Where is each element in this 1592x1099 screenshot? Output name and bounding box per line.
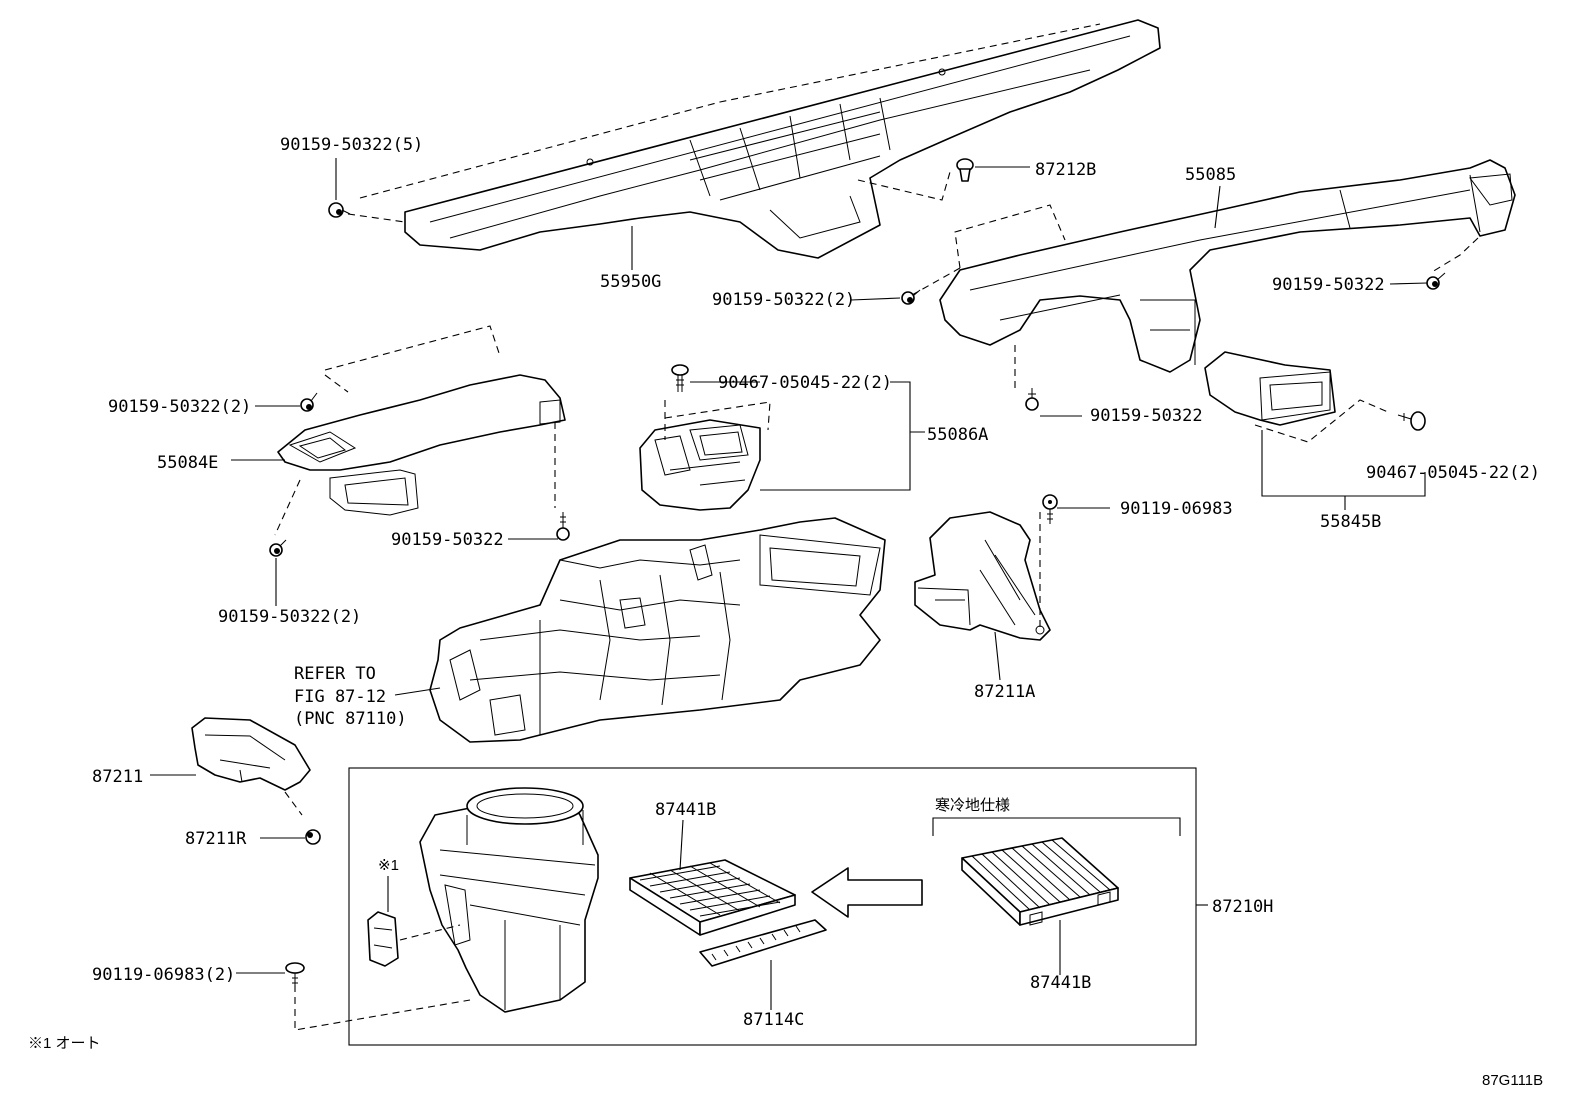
label-note1-mark: ※1 (378, 857, 399, 874)
label-90119-06983-2: 90119-06983(2) (92, 965, 235, 985)
label-90159-50322-5: 90159-50322(5) (280, 135, 423, 155)
label-90159-50322-2-c: 90159-50322(2) (218, 607, 361, 627)
clip-icon (956, 158, 974, 182)
part-87114c-grille (699, 919, 827, 967)
label-90159-50322-c: 90159-50322 (391, 530, 504, 550)
part-87211a-duct (914, 511, 1051, 641)
bolt-icon (300, 392, 318, 412)
label-55084e: 55084E (157, 453, 218, 473)
bolt-icon (1025, 388, 1039, 411)
bolt-icon (269, 539, 287, 557)
assembly-box-87210h (348, 767, 1197, 1046)
bolt-icon (328, 202, 351, 218)
label-87211r: 87211R (185, 829, 247, 849)
part-55086a-duct (639, 419, 761, 511)
part-55084e-duct (277, 374, 566, 516)
part-87441b-filter-frame (629, 859, 796, 936)
part-87211-duct (191, 717, 311, 791)
arrow-left-icon (811, 867, 923, 918)
refer-line-1: REFER TO (294, 664, 376, 684)
part-55845b-duct (1204, 351, 1336, 426)
clip-icon (671, 364, 689, 392)
part-55085-duct (939, 159, 1516, 373)
bolt-icon (1042, 494, 1058, 524)
part-heater-unit (429, 517, 886, 743)
refer-line-3: (PNC 87110) (294, 709, 407, 729)
label-cold-spec: 寒冷地仕様 (935, 796, 1010, 814)
figure-code: 87G111B (1482, 1072, 1543, 1089)
clip-icon (1397, 411, 1426, 431)
part-note1-module (367, 911, 399, 967)
part-blower-case (419, 787, 599, 1013)
label-90119-06983: 90119-06983 (1120, 499, 1233, 519)
label-87212b: 87212B (1035, 160, 1096, 180)
bolt-icon (901, 289, 921, 305)
label-87114c: 87114C (743, 1010, 804, 1030)
bolt-icon (285, 962, 305, 990)
label-90467-05045-22-2-a: 90467-05045-22(2) (718, 373, 892, 393)
label-87211: 87211 (92, 767, 143, 787)
bolt-icon (1426, 272, 1446, 290)
label-90159-50322-2-b: 90159-50322(2) (108, 397, 251, 417)
label-55950g: 55950G (600, 272, 661, 292)
label-55085: 55085 (1185, 165, 1236, 185)
label-90159-50322-b: 90159-50322 (1090, 406, 1203, 426)
label-87441b-a: 87441B (655, 800, 716, 820)
bolt-icon (305, 829, 321, 845)
refer-line-2: FIG 87-12 (294, 687, 386, 707)
label-87210h: 87210H (1212, 897, 1273, 917)
part-55950g-panel (404, 19, 1161, 259)
label-90159-50322-2-a: 90159-50322(2) (712, 290, 855, 310)
label-90159-50322-a: 90159-50322 (1272, 275, 1385, 295)
part-87441b-filter-cold (961, 837, 1119, 926)
bolt-icon (556, 512, 570, 541)
label-55086a: 55086A (927, 425, 988, 445)
label-87211a: 87211A (974, 682, 1035, 702)
cold-spec-bracket (932, 817, 1181, 836)
label-55845b: 55845B (1320, 512, 1381, 532)
label-90467-05045-22-2-b: 90467-05045-22(2) (1366, 463, 1540, 483)
label-87441b-b: 87441B (1030, 973, 1091, 993)
footnote: ※1 オート (28, 1035, 101, 1052)
